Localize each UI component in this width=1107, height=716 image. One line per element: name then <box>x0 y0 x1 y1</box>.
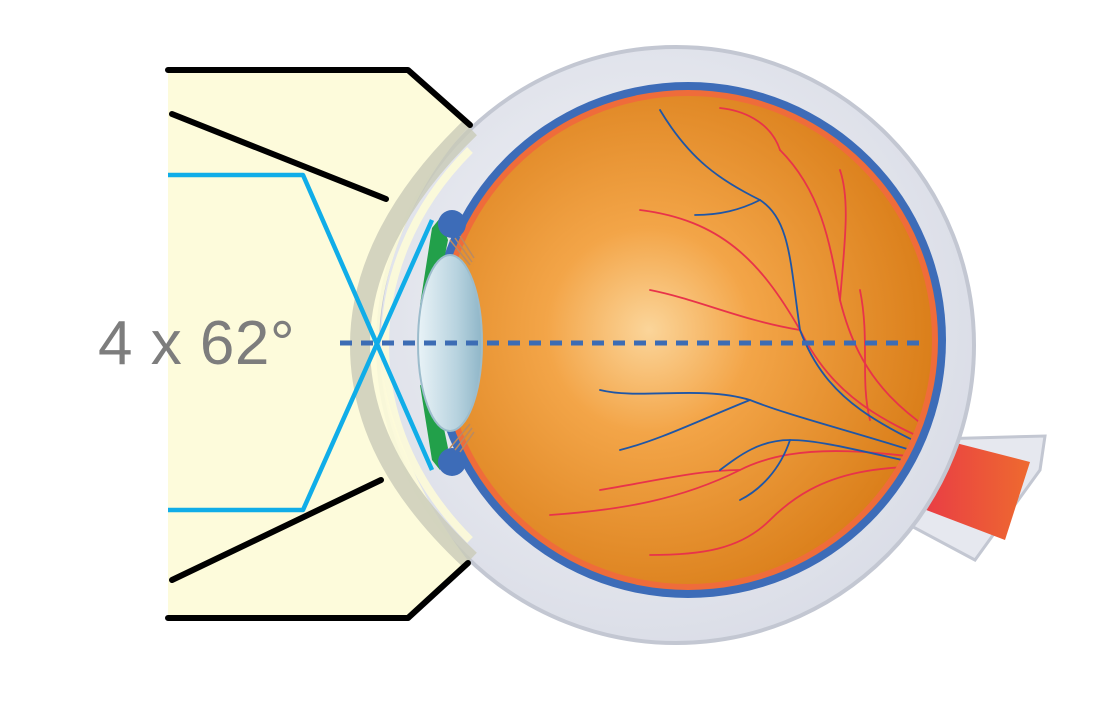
light-rays <box>168 172 435 513</box>
lens-housing <box>165 67 473 621</box>
retina <box>444 96 932 584</box>
field-of-view-label: 4 x 62° <box>98 309 296 378</box>
cornea <box>349 120 477 568</box>
